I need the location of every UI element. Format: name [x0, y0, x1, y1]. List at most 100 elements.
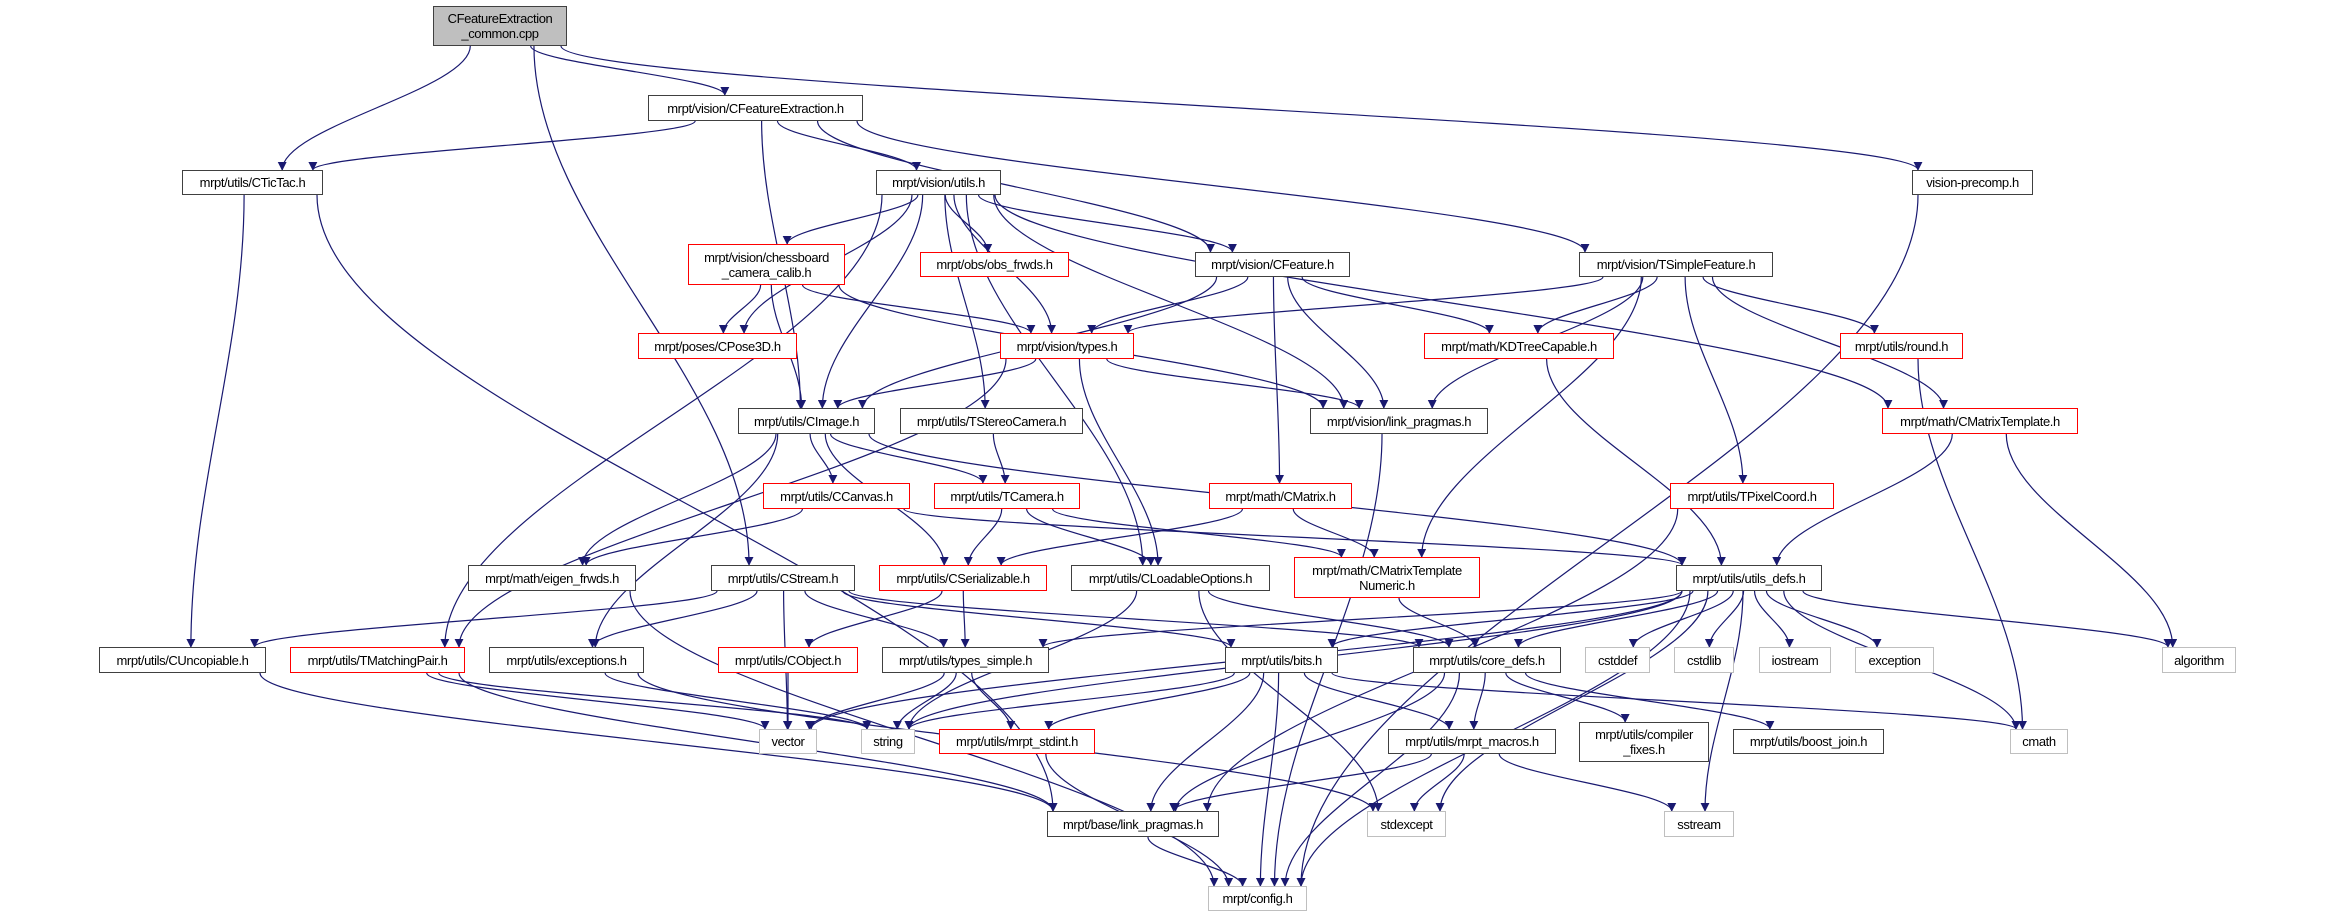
- node-vector[interactable]: vector: [759, 729, 817, 754]
- edge-cmatrix-to-cmtnum: [1292, 508, 1379, 558]
- edge-cimage-to-except: [590, 433, 779, 648]
- edge-tcamera-to-cserial: [963, 508, 1003, 566]
- node-kdtree[interactable]: mrpt/math/KDTreeCapable.h: [1424, 333, 1614, 359]
- edge-tictac-to-cuncop: [186, 194, 245, 648]
- node-cfe[interactable]: mrpt/vision/CFeatureExtraction.h: [648, 95, 863, 121]
- node-cfeature[interactable]: mrpt/vision/CFeature.h: [1195, 252, 1350, 277]
- edge-tsimp-to-stdint: [971, 672, 1016, 730]
- edge-types-to-vlink: [1106, 358, 1364, 409]
- edge-types-to-cloadable: [1078, 358, 1163, 566]
- node-cserial[interactable]: mrpt/utils/CSerializable.h: [879, 565, 1047, 591]
- node-vlink[interactable]: mrpt/vision/link_pragmas.h: [1310, 408, 1488, 434]
- edge-macros-to-sstream: [1498, 753, 1677, 812]
- edge-coredefs-to-compfix: [1505, 672, 1630, 723]
- node-cmtemplate[interactable]: mrpt/math/CMatrixTemplate.h: [1882, 408, 2078, 434]
- edge-coredefs-to-blink: [1171, 672, 1446, 812]
- edge-coredefs-to-macros: [1469, 672, 1486, 730]
- node-round[interactable]: mrpt/utils/round.h: [1840, 333, 1963, 359]
- node-eigen[interactable]: mrpt/math/eigen_frwds.h: [468, 565, 636, 591]
- edge-cstream-to-cuncop: [250, 590, 718, 648]
- edge-root-to-precomp: [560, 45, 1923, 171]
- edge-blink-to-config: [1147, 836, 1248, 887]
- node-cstream[interactable]: mrpt/utils/CStream.h: [711, 565, 855, 591]
- node-tmatch[interactable]: mrpt/utils/TMatchingPair.h: [290, 647, 465, 673]
- node-exception[interactable]: exception: [1855, 647, 1934, 673]
- node-cmatrix[interactable]: mrpt/math/CMatrix.h: [1209, 483, 1352, 509]
- node-algorithm[interactable]: algorithm: [2162, 647, 2236, 673]
- edge-cfeature-to-vlink: [1287, 276, 1389, 409]
- edge-ccanvas-to-eigen: [581, 508, 803, 566]
- edge-tictac-to-blink: [316, 194, 1058, 812]
- edge-bits-to-config: [1255, 672, 1280, 887]
- node-cpose[interactable]: mrpt/poses/CPose3D.h: [638, 333, 797, 359]
- node-chess[interactable]: mrpt/vision/chessboard _camera_calib.h: [688, 244, 845, 285]
- edge-tsimple-to-round: [1702, 276, 1879, 334]
- edge-udefs-to-exception: [1765, 590, 1882, 648]
- edge-bits-to-cmath: [1331, 672, 2021, 730]
- node-boostjoin[interactable]: mrpt/utils/boost_join.h: [1733, 729, 1884, 754]
- edge-udefs-to-sstream: [1700, 590, 1744, 812]
- edge-vutils-to-obs: [944, 194, 993, 253]
- node-string[interactable]: string: [861, 729, 915, 754]
- edge-bits-to-stdint: [1044, 672, 1251, 730]
- edge-tsimple-to-types: [1123, 276, 1604, 334]
- node-config[interactable]: mrpt/config.h: [1208, 886, 1307, 911]
- node-blink[interactable]: mrpt/base/link_pragmas.h: [1047, 811, 1219, 837]
- node-bits[interactable]: mrpt/utils/bits.h: [1225, 647, 1338, 673]
- node-root[interactable]: CFeatureExtraction _common.cpp: [433, 6, 567, 46]
- edge-vutils-to-cfeature: [977, 194, 1237, 253]
- edge-tcamera-to-cloadable: [1026, 508, 1156, 566]
- node-vutils[interactable]: mrpt/vision/utils.h: [876, 170, 1001, 195]
- edge-cmatrix-to-cserial: [996, 508, 1243, 566]
- node-stdint[interactable]: mrpt/utils/mrpt_stdint.h: [939, 729, 1095, 754]
- edge-cserial-to-tsimp: [960, 590, 970, 648]
- edge-udefs-to-coredefs: [1514, 590, 1719, 648]
- node-precomp[interactable]: vision-precomp.h: [1912, 170, 2033, 195]
- edge-cuncop-to-blink: [259, 672, 1058, 812]
- node-tsimple[interactable]: mrpt/vision/TSimpleFeature.h: [1579, 252, 1773, 277]
- edge-cimage-to-tcamera: [829, 433, 988, 484]
- node-ccanvas[interactable]: mrpt/utils/CCanvas.h: [763, 483, 910, 509]
- edge-macros-to-stdexcept: [1409, 753, 1465, 812]
- node-except[interactable]: mrpt/utils/exceptions.h: [489, 647, 644, 673]
- edge-vutils-to-chess: [782, 194, 919, 245]
- edge-tmatch-to-vector: [426, 672, 770, 730]
- node-sstream[interactable]: sstream: [1664, 811, 1734, 837]
- node-coredefs[interactable]: mrpt/utils/core_defs.h: [1413, 647, 1561, 673]
- node-tsimp[interactable]: mrpt/utils/types_simple.h: [882, 647, 1049, 673]
- node-cobject[interactable]: mrpt/utils/CObject.h: [718, 647, 858, 673]
- edge-cfe-to-cfeature: [816, 120, 1215, 253]
- node-obs[interactable]: mrpt/obs/obs_frwds.h: [920, 252, 1069, 277]
- node-cmath[interactable]: cmath: [2010, 729, 2068, 754]
- node-types[interactable]: mrpt/vision/types.h: [1000, 333, 1134, 359]
- edge-tsimple-to-cmtemplate: [1711, 276, 1948, 409]
- edge-tmatch-to-string: [438, 672, 872, 730]
- edge-tcamera-to-cmtnum: [1052, 508, 1346, 558]
- node-macros[interactable]: mrpt/utils/mrpt_macros.h: [1388, 729, 1556, 754]
- node-tictac[interactable]: mrpt/utils/CTicTac.h: [182, 170, 323, 195]
- edge-udefs-to-stdexcept: [1435, 590, 1709, 812]
- node-iostream[interactable]: iostream: [1759, 647, 1831, 673]
- edge-coredefs-to-boostjoin: [1524, 672, 1775, 730]
- edge-cfe-to-vutils: [776, 120, 921, 171]
- edge-cmtemplate-to-algorithm: [2005, 433, 2178, 648]
- node-cloadable[interactable]: mrpt/utils/CLoadableOptions.h: [1071, 565, 1270, 591]
- edge-cfeature-to-cmatrix: [1272, 276, 1285, 484]
- node-tcamera[interactable]: mrpt/utils/TCamera.h: [934, 483, 1080, 509]
- edge-cmtnum-to-coredefs: [1398, 597, 1480, 648]
- node-cuncop[interactable]: mrpt/utils/CUncopiable.h: [99, 647, 266, 673]
- node-cimage[interactable]: mrpt/utils/CImage.h: [738, 408, 875, 434]
- node-cmtnum[interactable]: mrpt/math/CMatrixTemplate Numeric.h: [1294, 557, 1480, 598]
- edge-vutils-to-cimage: [817, 194, 924, 409]
- edge-cimage-to-ccanvas: [809, 433, 838, 484]
- node-compfix[interactable]: mrpt/utils/compiler _fixes.h: [1579, 722, 1709, 762]
- node-cstddef[interactable]: cstddef: [1585, 647, 1650, 673]
- node-tstereo[interactable]: mrpt/utils/TStereoCamera.h: [900, 408, 1083, 434]
- edge-tsimp-to-vector: [804, 672, 945, 730]
- edge-vutils-to-cmtemplate: [994, 194, 1893, 409]
- node-cstdlib[interactable]: cstdlib: [1674, 647, 1734, 673]
- node-tpixel[interactable]: mrpt/utils/TPixelCoord.h: [1670, 483, 1834, 509]
- edge-cloadable-to-stdexcept: [1198, 590, 1383, 812]
- node-stdexcept[interactable]: stdexcept: [1367, 811, 1446, 837]
- node-udefs[interactable]: mrpt/utils/utils_defs.h: [1676, 565, 1822, 591]
